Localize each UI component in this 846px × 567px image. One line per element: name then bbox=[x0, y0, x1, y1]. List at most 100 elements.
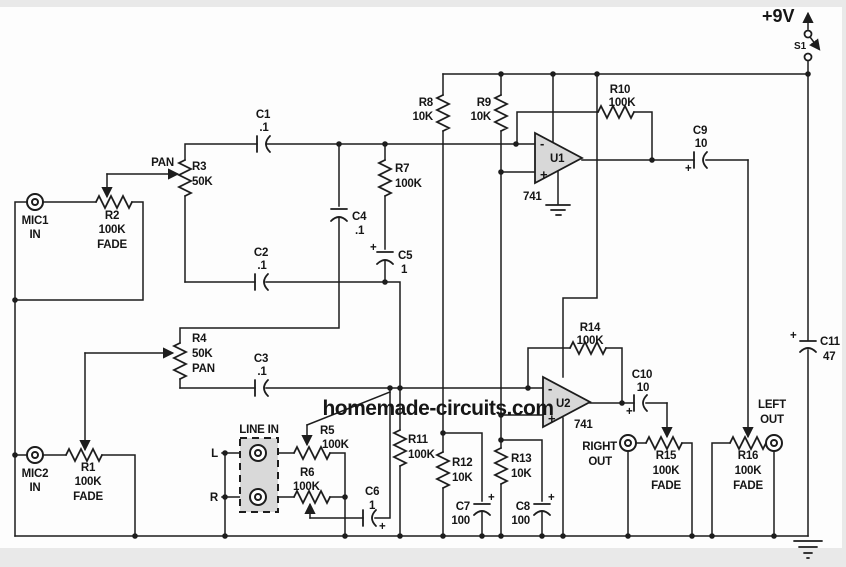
r15-ref: R15 bbox=[656, 450, 677, 462]
line-in-right-label: R bbox=[210, 492, 219, 504]
r8-value: 10K bbox=[413, 111, 434, 123]
r6-ref: R6 bbox=[300, 467, 314, 479]
u2-part-number: 741 bbox=[574, 419, 593, 431]
cap-c8 bbox=[533, 503, 551, 516]
c7-value: 100 bbox=[451, 515, 470, 527]
c8-value: 100 bbox=[511, 515, 530, 527]
left-out-jack bbox=[765, 434, 783, 452]
c6-polarity: + bbox=[379, 521, 386, 533]
mic2-label-2: IN bbox=[29, 482, 40, 494]
u1-label: U1 bbox=[550, 153, 565, 165]
r16-ref: R16 bbox=[738, 450, 759, 462]
mic1-label-2: IN bbox=[29, 229, 40, 241]
u2-label: U2 bbox=[556, 398, 570, 410]
left-out-label: LEFT bbox=[758, 399, 786, 411]
r10-ref: R10 bbox=[610, 84, 631, 96]
ground-u1 bbox=[545, 204, 571, 216]
c8-ref: C8 bbox=[516, 501, 531, 513]
c10-value: 10 bbox=[637, 382, 649, 394]
u1-part-number: 741 bbox=[523, 191, 542, 203]
r11-ref: R11 bbox=[408, 434, 429, 446]
labels: +9V S1 MIC1 IN MIC2 IN R2 100K FADE R1 1… bbox=[22, 6, 841, 533]
cap-c4 bbox=[330, 208, 348, 222]
c5-value: 1 bbox=[401, 264, 408, 276]
c11-ref: C11 bbox=[820, 336, 841, 348]
c1-ref: C1 bbox=[256, 109, 271, 121]
u1-noninverting-input: + bbox=[540, 167, 548, 182]
r4-ref: R4 bbox=[192, 333, 207, 345]
c5-polarity: + bbox=[370, 242, 377, 254]
r9-value: 10K bbox=[471, 111, 492, 123]
cap-c1 bbox=[256, 135, 271, 153]
cap-c6 bbox=[362, 509, 377, 527]
r5-ref: R5 bbox=[320, 425, 335, 437]
cap-c2 bbox=[254, 273, 269, 291]
r5-value: 100K bbox=[322, 439, 350, 451]
c5-ref: C5 bbox=[398, 250, 413, 262]
c2-ref: C2 bbox=[254, 247, 268, 259]
line-in-title: LINE IN bbox=[239, 424, 279, 436]
c6-ref: C6 bbox=[365, 486, 379, 498]
switch-label: S1 bbox=[794, 41, 807, 52]
c2-value: .1 bbox=[257, 260, 267, 272]
cap-c9 bbox=[693, 151, 708, 169]
right-out-jack bbox=[619, 434, 637, 452]
right-out-label-2: OUT bbox=[588, 456, 612, 468]
cap-c10 bbox=[633, 394, 648, 412]
schematic-canvas bbox=[0, 7, 842, 548]
r7-value: 100K bbox=[395, 178, 423, 190]
r13-ref: R13 bbox=[511, 453, 532, 465]
c3-ref: C3 bbox=[254, 353, 268, 365]
r16-value: 100K bbox=[735, 465, 763, 477]
r2-function: FADE bbox=[97, 239, 127, 251]
r3-ref: R3 bbox=[192, 161, 206, 173]
cap-c7 bbox=[473, 503, 491, 516]
r6-value: 100K bbox=[293, 481, 321, 493]
c7-polarity: + bbox=[488, 492, 495, 504]
r1-function: FADE bbox=[73, 491, 103, 503]
cap-c11 bbox=[799, 340, 817, 353]
r8-ref: R8 bbox=[419, 97, 434, 109]
c6-value: 1 bbox=[369, 500, 376, 512]
r13-value: 10K bbox=[511, 468, 532, 480]
c11-value: 47 bbox=[823, 351, 835, 363]
c9-ref: C9 bbox=[693, 125, 707, 137]
cap-c3 bbox=[254, 379, 269, 397]
mic1-label: MIC1 bbox=[22, 215, 49, 227]
c11-polarity: + bbox=[790, 330, 797, 342]
watermark-text: homemade-circuits.com bbox=[322, 397, 553, 420]
opamp-u1: - + U1 741 bbox=[523, 131, 584, 203]
r3-function: PAN bbox=[151, 157, 174, 169]
mic2-jack bbox=[26, 446, 44, 464]
r14-value: 100K bbox=[577, 335, 605, 347]
s1-switch bbox=[803, 29, 813, 62]
left-out-label-2: OUT bbox=[760, 414, 784, 426]
c4-value: .1 bbox=[355, 225, 365, 237]
r14-ref: R14 bbox=[580, 322, 601, 334]
junction-dots bbox=[12, 71, 811, 539]
r15-function: FADE bbox=[651, 480, 681, 492]
wiper-arrows bbox=[79, 11, 821, 519]
c10-polarity: + bbox=[626, 406, 633, 418]
c1-value: .1 bbox=[259, 122, 269, 134]
r9-ref: R9 bbox=[477, 97, 491, 109]
opamp-u2: - + U2 741 bbox=[542, 375, 594, 431]
right-out-label: RIGHT bbox=[582, 441, 617, 453]
line-in-right-jack-pin bbox=[254, 493, 262, 501]
r4-value: 50K bbox=[192, 348, 213, 360]
mic1-jack bbox=[26, 193, 44, 211]
ground-main bbox=[793, 540, 823, 559]
supply-label: +9V bbox=[762, 6, 795, 26]
c10-ref: C10 bbox=[632, 369, 653, 381]
c7-ref: C7 bbox=[456, 501, 470, 513]
line-in-left-label: L bbox=[211, 448, 218, 460]
r1-value: 100K bbox=[75, 476, 103, 488]
r10-value: 100K bbox=[609, 97, 637, 109]
r16-function: FADE bbox=[733, 480, 763, 492]
r2-value: 100K bbox=[99, 224, 127, 236]
ground-symbols bbox=[545, 204, 823, 559]
cap-c5 bbox=[376, 251, 394, 265]
u2-inverting-input: - bbox=[548, 381, 552, 396]
r7-ref: R7 bbox=[395, 163, 409, 175]
